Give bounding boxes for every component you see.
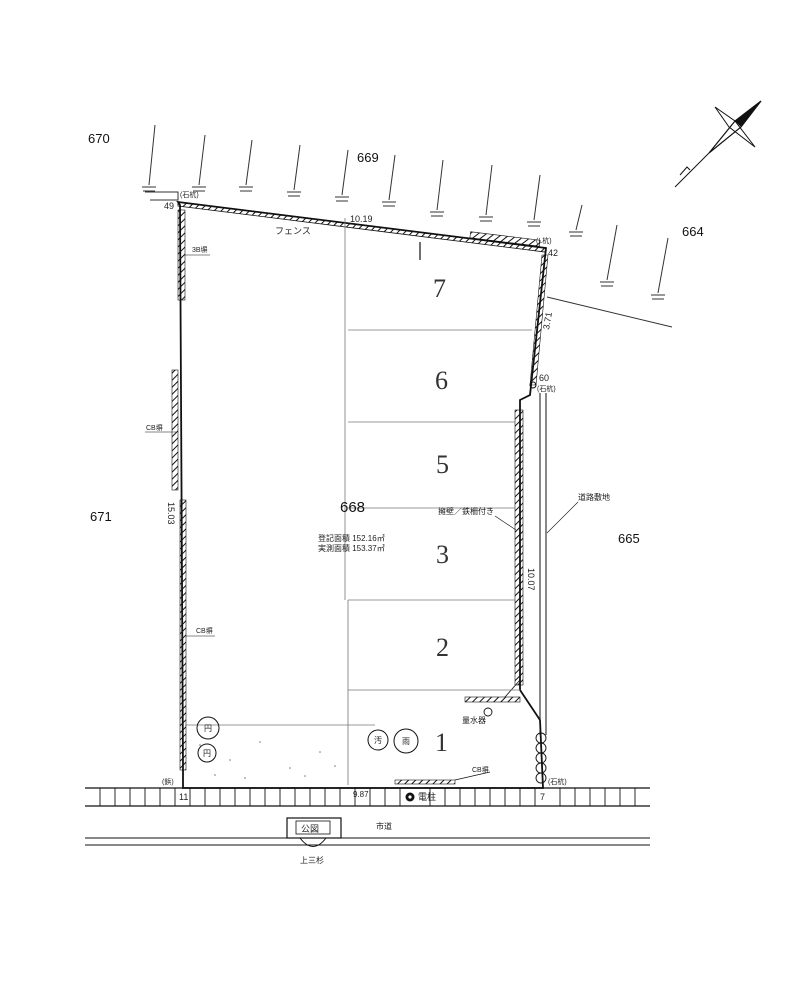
east-side-leader	[546, 501, 579, 534]
marker-nw: (石杭)	[180, 190, 199, 199]
marker-sw: (鋲)	[162, 777, 174, 786]
area-line-2: 実測面積 153.37㎡	[318, 543, 385, 553]
area-line-1: 登記面積 152.16㎡	[318, 533, 385, 543]
marker-e-mid: (石杭)	[537, 384, 556, 393]
north-fence	[177, 201, 547, 253]
lot-2: 2	[436, 633, 449, 662]
west-wall-upper	[177, 209, 186, 301]
east-wall-leader	[494, 515, 517, 531]
south-block-leader	[454, 771, 491, 781]
road-marker-arc	[299, 837, 327, 847]
east-block	[464, 696, 521, 703]
west-wall-low-label: CB塀	[196, 626, 213, 635]
lot-6: 6	[435, 366, 448, 395]
meter-label-2: 円	[203, 749, 211, 758]
parcel-664: 664	[682, 224, 704, 239]
point-ne: 42	[548, 248, 558, 258]
lot-5: 5	[436, 450, 449, 479]
nw-corner-offset	[145, 191, 179, 201]
utility-pole-label: 電柱	[418, 791, 436, 802]
lot-dividers	[185, 218, 532, 785]
dim-west: 15.03	[166, 502, 176, 525]
point-nw: 49	[164, 201, 174, 211]
south-block	[394, 779, 456, 785]
parcel-668: 668	[340, 499, 365, 516]
parcel-670: 670	[88, 131, 110, 146]
parcel-boundary-line	[546, 296, 673, 328]
marker-se: (石杭)	[548, 777, 567, 786]
fence-label: フェンス	[275, 226, 311, 236]
below-marker-label: 上三杉	[300, 855, 324, 865]
point-sw: 11	[179, 792, 188, 802]
road-marker-box	[286, 817, 342, 839]
lot-3: 3	[436, 540, 449, 569]
point-e-mid: 60	[539, 373, 549, 383]
meter-circles	[196, 716, 419, 763]
east-leader	[504, 679, 521, 698]
neighbour-lot-lines	[142, 124, 669, 300]
point-se: 7	[540, 792, 545, 802]
west-wall-lower	[179, 499, 187, 771]
meter-label-3: 汚	[374, 735, 382, 745]
parcel-669: 669	[357, 150, 379, 165]
dim-north: 10.19	[350, 214, 373, 224]
west-wall-mid	[171, 369, 179, 491]
marker-ne: (L杭)	[536, 236, 552, 245]
north-arrow-icon	[674, 100, 762, 188]
west-wall-mid-label: CB塀	[146, 423, 163, 432]
east-retaining-wall	[514, 409, 524, 686]
east-side-label: 道路敷地	[578, 492, 610, 502]
road-gutter	[85, 787, 650, 846]
road-marker-label: 公図	[301, 824, 319, 834]
north-fence-block	[469, 231, 541, 247]
parcel-665: 665	[618, 531, 640, 546]
road-marker-inner	[295, 820, 331, 835]
dim-east-upper: 3.71	[541, 311, 554, 330]
lot-7: 7	[433, 274, 446, 303]
manhole-label: 量水器	[462, 715, 486, 725]
meter-label-1: 円	[204, 724, 212, 733]
meter-label-4: 雨	[402, 737, 410, 746]
lot-1: 1	[435, 728, 448, 757]
parcel-671: 671	[90, 509, 112, 524]
south-block-label: CB塀	[472, 765, 489, 774]
gravel-area	[199, 741, 336, 779]
corner-post-icon	[529, 381, 537, 389]
dim-east-lower: 10.07	[526, 568, 536, 591]
east-post-chain	[483, 707, 547, 784]
west-wall-top-label: 3B塀	[192, 245, 208, 254]
utility-pole-inner	[408, 795, 412, 799]
road-label: 市道	[376, 821, 392, 831]
east-wall-label: 擁壁／鉄柵付き	[438, 506, 494, 516]
dim-south: 9.87	[353, 790, 369, 799]
